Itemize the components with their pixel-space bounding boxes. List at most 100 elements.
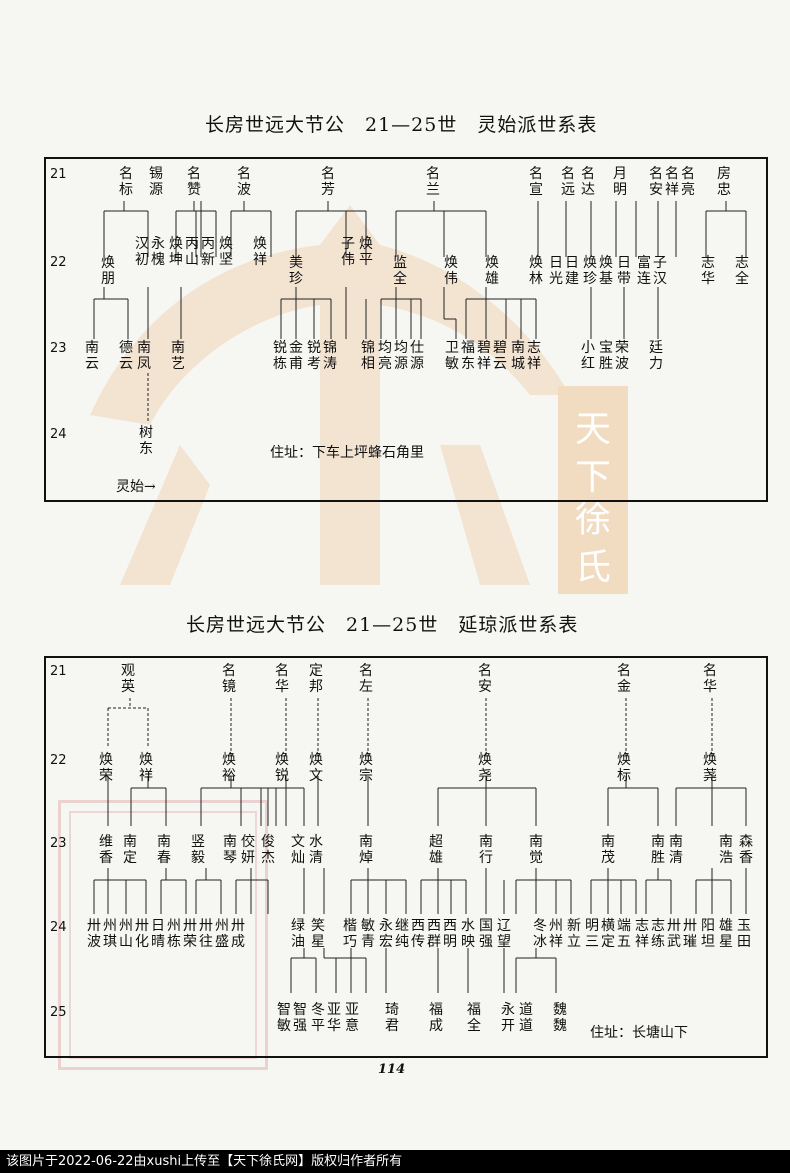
t1-gen22-name: 志全	[735, 255, 749, 287]
t2-gen21-name: 名安	[478, 663, 492, 695]
t2-gen21-name: 名华	[703, 663, 717, 695]
t2-gen24-name: 楷巧	[343, 918, 357, 950]
t2-gen23-name: 水清	[309, 834, 323, 866]
t2-gen21-name: 定邦	[309, 663, 323, 695]
t1-gen22-name: 焕坤	[169, 236, 183, 268]
t2-gen25-name: 永开	[501, 1002, 515, 1034]
t1-gen22-name: 日光	[549, 255, 563, 287]
t2-gen23-name: 南定	[123, 834, 137, 866]
upload-footer: 该图片于2022-06-22由xushi上传至【天下徐氏网】版权归作者所有	[0, 1150, 790, 1173]
t1-gen21-name: 名远	[561, 166, 575, 198]
page-number: 114	[378, 1062, 406, 1077]
t2-gen24-name: 日晴	[151, 918, 165, 950]
t2-gen25-name: 亚华	[327, 1002, 341, 1034]
t2-gen25-name: 福成	[429, 1002, 443, 1034]
t1-gen22-name: 焕珍	[583, 255, 597, 287]
t1-gen22-name: 志华	[701, 255, 715, 287]
t2-gen21-name: 名金	[617, 663, 631, 695]
t2-gen24-name: 州琪	[103, 918, 117, 950]
t2-gen22-name: 焕裕	[222, 752, 236, 784]
t2-gen24-name: 州山	[119, 918, 133, 950]
t2-gen22-name: 焕文	[309, 752, 323, 784]
t1-gen23-name: 金甫	[289, 340, 303, 372]
t2-gen25-name: 福全	[467, 1002, 481, 1034]
t2-gen23-name: 文灿	[291, 834, 305, 866]
t1-gen21-name: 名达	[581, 166, 595, 198]
t1-gen22-name: 监全	[393, 255, 407, 287]
t1-gen22-name: 子汉	[653, 255, 667, 287]
t2-gen24-name: 州栋	[167, 918, 181, 950]
t2-gen23-name: 森香	[739, 834, 753, 866]
t2-gen24-name: 卅成	[231, 918, 245, 950]
t1-gen23-name: 锐栋	[273, 340, 287, 372]
t1-gen21-name: 名安	[649, 166, 663, 198]
table1-lines	[93, 201, 747, 421]
gen-label: 24	[50, 427, 67, 442]
gen-label: 23	[50, 341, 67, 356]
t1-gen21-name: 锡源	[149, 166, 163, 198]
t2-gen24-name: 冬冰	[533, 918, 547, 950]
seal-stamp	[58, 800, 268, 1070]
watermark-text-1: 天下	[574, 409, 611, 498]
t1-gen21-name: 名芳	[321, 166, 335, 198]
t2-gen25-name: 琦君	[385, 1002, 399, 1034]
t1-gen21-name: 房忠	[717, 166, 731, 198]
t2-gen22-name: 焕锐	[275, 752, 289, 784]
t1-gen23-name: 仕源	[410, 340, 424, 372]
t2-gen24-name: 卅璀	[683, 918, 697, 950]
t2-gen23-name: 佼妍	[241, 834, 255, 866]
t2-gen22-name: 焕尧	[478, 752, 492, 784]
t2-gen22-name: 焕荛	[703, 752, 717, 784]
t2-gen24-name: 阳坦	[701, 918, 715, 950]
t2-gen23-name: 南觉	[529, 834, 543, 866]
t1-gen21-name: 名兰	[426, 166, 440, 198]
t1-gen21-name: 名宣	[529, 166, 543, 198]
t2-gen24-name: 卅武	[667, 918, 681, 950]
t2-gen22-name: 焕标	[617, 752, 631, 784]
t2-gen24-name: 敏青	[361, 918, 375, 950]
t1-gen23-name: 德云	[119, 340, 133, 372]
t2-gen23-name: 南浩	[719, 834, 733, 866]
table2-frame: 21 22 23 24 25	[44, 656, 768, 1058]
t2-gen24-name: 西明	[443, 918, 457, 950]
gen-label: 22	[50, 255, 67, 270]
t2-gen23-name: 南春	[157, 834, 171, 866]
t1-gen21-name: 名赞	[187, 166, 201, 198]
t1-gen23-name: 荣波	[615, 340, 629, 372]
t2-gen23-name: 南茂	[601, 834, 615, 866]
t2-gen23-name: 维香	[99, 834, 113, 866]
table2-residence: 住址：长塘山下	[590, 1025, 688, 1041]
t1-gen22-name: 焕平	[359, 236, 373, 268]
t1-gen23-name: 南云	[85, 340, 99, 372]
t1-gen23-name: 志祥	[527, 340, 541, 372]
t2-gen25-name: 道道	[519, 1002, 533, 1034]
t2-gen24-name: 志练	[651, 918, 665, 950]
t1-gen23-name: 碧祥	[477, 340, 491, 372]
watermark-square: 天下 徐氏	[558, 386, 628, 594]
t1-gen22-name: 汉初	[135, 236, 149, 268]
t1-gen23-name: 均亮	[378, 340, 392, 372]
t2-gen24-name: 卅荣	[183, 918, 197, 950]
watermark-text-2: 徐氏	[574, 499, 611, 588]
table1-residence: 住址：下车上坪蜂石角里	[270, 445, 424, 461]
t1-gen23-name: 南艺	[171, 340, 185, 372]
t2-gen24-name: 水映	[461, 918, 475, 950]
gen-label: 24	[50, 920, 67, 935]
gen-label: 21	[50, 664, 67, 679]
t1-gen22-name: 日建	[565, 255, 579, 287]
t1-gen23-name: 南凤	[137, 340, 151, 372]
t2-gen24-name: 志祥	[635, 918, 649, 950]
t2-gen24-name: 继纯	[395, 918, 409, 950]
t1-gen23-name: 廷力	[649, 340, 663, 372]
gen-label: 21	[50, 167, 67, 182]
t2-gen24-name: 卅往	[199, 918, 213, 950]
t2-gen25-name: 智敏	[277, 1002, 291, 1034]
table2-title: 长房世远大节公 21—25世 延琼派世系表	[186, 614, 579, 636]
t1-gen22-name: 焕朋	[101, 255, 115, 287]
table1-frame: 21 22 23 24	[44, 157, 768, 502]
t2-gen24-name: 卅波	[87, 918, 101, 950]
t1-gen21-name: 名波	[237, 166, 251, 198]
t1-gen23-name: 宝胜	[599, 340, 613, 372]
t2-gen24-name: 州盛	[215, 918, 229, 950]
